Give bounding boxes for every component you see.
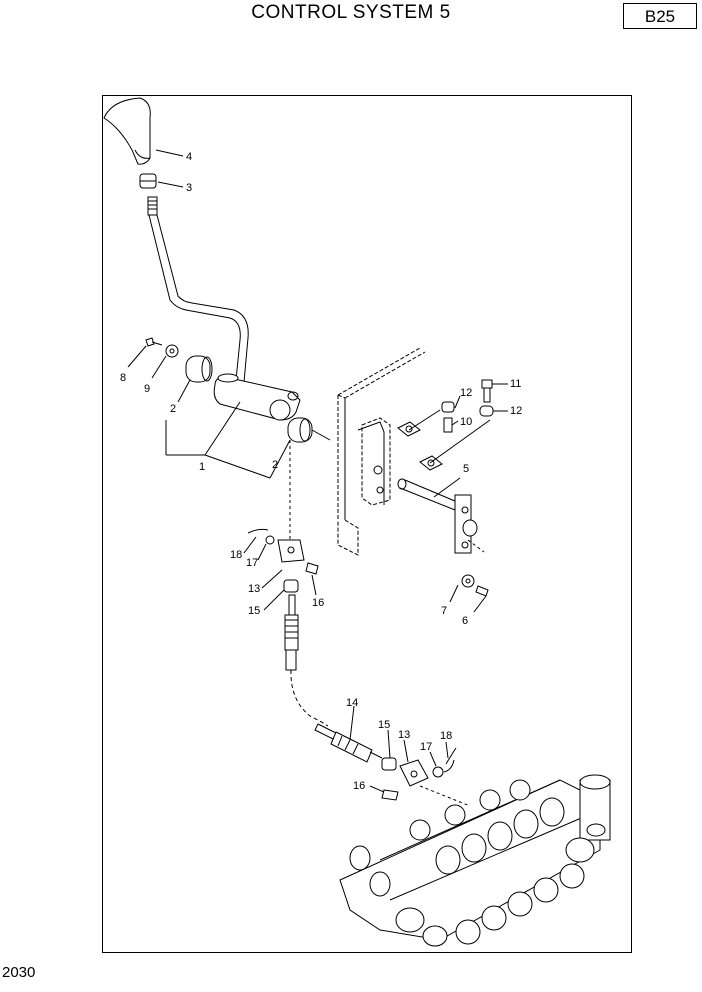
clevis-13b xyxy=(399,759,429,787)
lever-rod xyxy=(148,214,249,383)
callout-15: 15 xyxy=(378,719,390,731)
shaft-5 xyxy=(399,479,463,513)
bushing-2a xyxy=(185,355,211,383)
callout-5: 5 xyxy=(463,463,469,475)
callout-17: 17 xyxy=(420,741,432,753)
callout-10: 10 xyxy=(460,416,472,428)
diagram-frame xyxy=(102,95,632,953)
control-knob xyxy=(103,97,151,165)
callout-2: 2 xyxy=(272,459,278,471)
callout-13: 13 xyxy=(248,583,260,595)
callout-9: 9 xyxy=(144,383,150,395)
callout-4: 4 xyxy=(186,151,192,163)
callout-17: 17 xyxy=(246,557,258,569)
callout-2: 2 xyxy=(170,403,176,415)
clevis-13a xyxy=(277,539,305,563)
page-title: CONTROL SYSTEM 5 xyxy=(251,2,451,23)
page-number: 2030 xyxy=(2,964,36,981)
callout-13: 13 xyxy=(398,729,410,741)
callout-12: 12 xyxy=(510,405,522,417)
callout-12: 12 xyxy=(460,387,472,399)
callout-1: 1 xyxy=(199,461,205,473)
callout-11: 11 xyxy=(510,378,521,390)
callout-18: 18 xyxy=(230,549,242,561)
bolt-8 xyxy=(145,337,163,347)
control-valve-block xyxy=(339,774,611,947)
washer-9 xyxy=(165,344,179,358)
callout-14: 14 xyxy=(346,697,358,709)
callout-3: 3 xyxy=(186,182,192,194)
callout-16: 16 xyxy=(353,780,365,792)
page-code-box: B25 xyxy=(623,3,697,29)
callout-6: 6 xyxy=(462,615,468,627)
callout-15: 15 xyxy=(248,605,260,617)
control-cable xyxy=(290,669,329,727)
callout-7: 7 xyxy=(441,605,447,617)
mount-bracket xyxy=(337,347,426,556)
callout-16: 16 xyxy=(312,597,324,609)
callout-8: 8 xyxy=(120,372,126,384)
callout-18: 18 xyxy=(440,730,452,742)
